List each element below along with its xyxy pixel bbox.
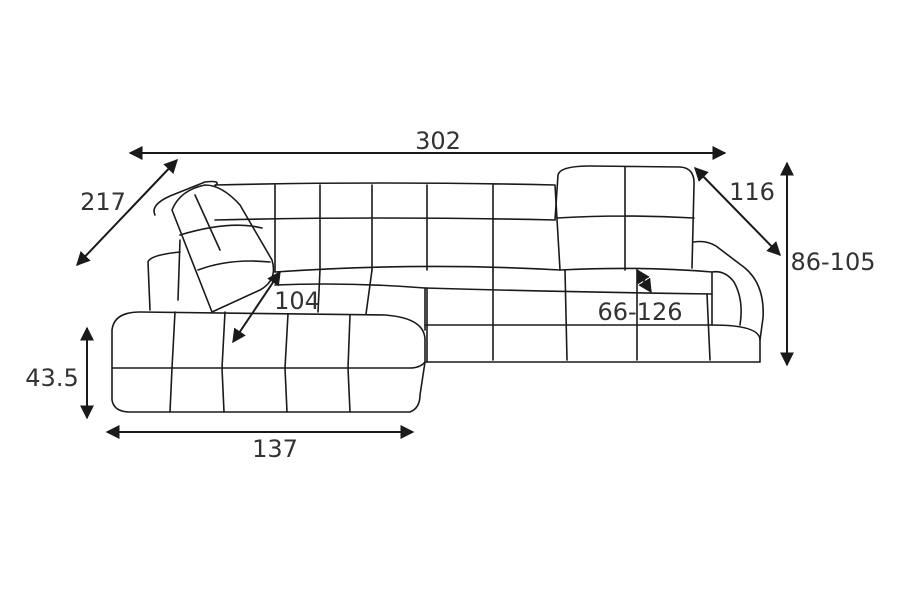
label-seat-depth: 104: [274, 287, 320, 315]
label-right-depth: 116: [729, 178, 775, 206]
dimension-217: 217: [76, 158, 178, 267]
dimension-86-105: 86-105: [780, 161, 876, 367]
dimension-137: 137: [105, 425, 415, 463]
dimension-116: 116: [694, 166, 781, 257]
label-height: 86-105: [790, 248, 875, 276]
label-headrest-adjust: 66-126: [597, 298, 682, 326]
back-cushions: [214, 182, 561, 273]
dimension-66-126: 66-126: [597, 268, 683, 326]
headrest: [171, 184, 275, 313]
chaise-seat: [111, 311, 426, 369]
dimension-43-5: 43.5: [25, 326, 94, 420]
main-seat: [274, 265, 713, 331]
sofa-drawing: [111, 165, 764, 413]
dimension-104: 104: [232, 270, 320, 344]
left-back: [147, 239, 181, 311]
label-left-depth: 217: [80, 188, 126, 216]
tall-back-cushions: [554, 165, 695, 271]
chaise-base: [111, 361, 426, 413]
label-total-width: 302: [415, 127, 461, 155]
label-chaise-width: 137: [252, 435, 298, 463]
label-seat-height: 43.5: [25, 364, 78, 392]
dimension-302: 302: [128, 127, 727, 160]
